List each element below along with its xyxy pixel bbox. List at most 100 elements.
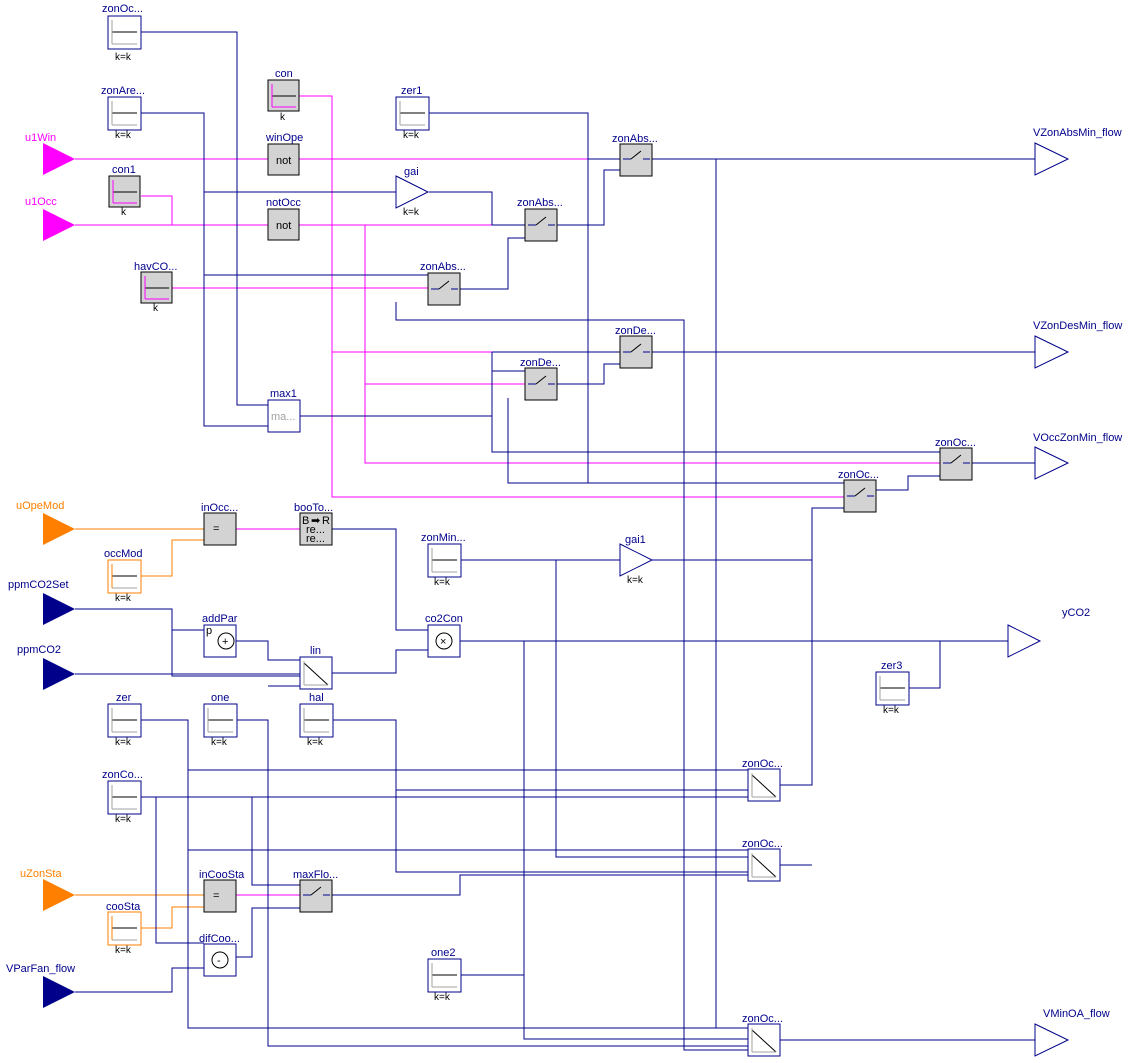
block-con[interactable]: con k xyxy=(267,68,300,123)
block-maxFlo[interactable]: maxFlo... xyxy=(293,869,338,913)
label-VZonDesMin_flow: VZonDesMin_flow xyxy=(1033,320,1122,332)
label-difCoo: difCoo... xyxy=(199,933,240,945)
block-zonDe2[interactable]: zonDe... xyxy=(520,357,561,401)
output-VOccZonMin_flow[interactable]: VOccZonMin_flow xyxy=(1033,432,1122,480)
param-one: k=k xyxy=(211,737,228,748)
block-zer3[interactable]: zer3 k=k xyxy=(875,660,910,716)
block-one2[interactable]: one2 k=k xyxy=(427,947,462,1003)
label-cooSta: cooSta xyxy=(106,901,141,913)
label-max1: max1 xyxy=(270,388,297,400)
block-zonOc-b[interactable]: zonOc... xyxy=(838,469,879,513)
label-gai1: gai1 xyxy=(625,534,646,546)
inner-booTo-re2: re... xyxy=(306,533,325,545)
block-zonAbs2[interactable]: zonAbs... xyxy=(517,197,563,242)
param-one2: k=k xyxy=(434,992,451,1003)
label-zonOc-b: zonOc... xyxy=(838,469,879,481)
label-yCO2: yCO2 xyxy=(1062,607,1090,619)
input-u1Occ[interactable]: u1Occ xyxy=(25,196,75,241)
label-u1Win: u1Win xyxy=(25,132,56,144)
inner-inCooSta: = xyxy=(213,890,219,902)
block-zonOc-e[interactable]: zonOc... xyxy=(742,1013,783,1057)
output-VMinOA_flow[interactable]: VMinOA_flow xyxy=(1034,1008,1110,1057)
label-zonOc-d: zonOc... xyxy=(742,838,783,850)
input-ppmCO2[interactable]: ppmCO2 xyxy=(17,644,75,690)
block-hal[interactable]: hal k=k xyxy=(299,692,334,748)
param-gai: k=k xyxy=(403,207,420,218)
inner-winOpe: not xyxy=(276,155,291,167)
block-difCoo[interactable]: - difCoo... xyxy=(199,933,240,977)
input-u1Win[interactable]: u1Win xyxy=(25,132,75,175)
block-gai[interactable]: gai k=k xyxy=(395,166,430,218)
param-gai1: k=k xyxy=(627,575,644,586)
block-gai1[interactable]: gai1 k=k xyxy=(619,534,654,586)
inner-difCoo: - xyxy=(217,955,221,967)
block-zonDe1[interactable]: zonDe... xyxy=(615,325,656,369)
input-ppmCO2Set[interactable]: ppmCO2Set xyxy=(8,579,75,625)
output-yCO2[interactable]: yCO2 xyxy=(1007,607,1090,658)
block-booTo[interactable]: B ➡ R re... re... booTo... xyxy=(294,502,333,546)
label-notOcc: notOcc xyxy=(266,197,301,209)
block-zonOc-c[interactable]: zonOc... xyxy=(742,758,783,802)
block-zer[interactable]: zer k=k xyxy=(107,692,142,748)
param-zer3: k=k xyxy=(883,705,900,716)
input-uZonSta[interactable]: uZonSta xyxy=(20,868,75,911)
input-uOpeMod[interactable]: uOpeMod xyxy=(16,500,75,545)
inner-booTo-B: B xyxy=(302,515,309,527)
param-hal: k=k xyxy=(307,737,324,748)
label-lin: lin xyxy=(310,645,321,657)
block-zonOc-d[interactable]: zonOc... xyxy=(742,838,783,882)
label-inOcc: inOcc... xyxy=(201,502,238,514)
label-havCO: havCO... xyxy=(134,261,177,273)
label-VZonAbsMin_flow: VZonAbsMin_flow xyxy=(1033,127,1122,139)
label-one2: one2 xyxy=(431,947,455,959)
param-occMod: k=k xyxy=(115,593,132,604)
param-zer1: k=k xyxy=(403,130,420,141)
block-max1[interactable]: ma... max1 xyxy=(267,388,301,433)
inner-booTo-R: R xyxy=(322,515,330,527)
label-addPar: addPar xyxy=(202,613,238,625)
input-VParFan_flow[interactable]: VParFan_flow xyxy=(6,963,75,1008)
label-ppmCO2: ppmCO2 xyxy=(17,644,61,656)
block-zonAre[interactable]: zonAre... k=k xyxy=(101,85,145,141)
label-zonCo: zonCo... xyxy=(102,769,143,781)
inner-notOcc: not xyxy=(276,220,291,232)
output-VZonAbsMin_flow[interactable]: VZonAbsMin_flow xyxy=(1033,127,1122,176)
svg-text:➡: ➡ xyxy=(311,515,320,527)
block-cooSta[interactable]: cooSta k=k xyxy=(106,901,142,956)
block-zonAbs3[interactable]: zonAbs... xyxy=(420,261,466,306)
block-zonOc-top[interactable]: zonOc... k=k xyxy=(102,3,143,63)
block-inCooSta[interactable]: = inCooSta xyxy=(199,869,245,913)
block-winOpe[interactable]: not winOpe xyxy=(265,132,303,176)
label-occMod: occMod xyxy=(104,548,143,560)
block-con1[interactable]: con1 k xyxy=(108,164,141,218)
block-notOcc[interactable]: not notOcc xyxy=(266,197,301,241)
label-zonAbs1: zonAbs... xyxy=(612,133,658,145)
block-zer1[interactable]: zer1 k=k xyxy=(395,85,430,141)
block-co2Con[interactable]: × co2Con xyxy=(425,613,463,658)
block-zonCo[interactable]: zonCo... k=k xyxy=(102,769,143,825)
block-havCO[interactable]: havCO... k xyxy=(134,261,177,314)
block-inOcc[interactable]: = inOcc... xyxy=(201,502,238,546)
block-addPar[interactable]: + p addPar xyxy=(202,613,238,658)
block-zonAbs1[interactable]: zonAbs... xyxy=(612,133,658,177)
label-zonMin: zonMin... xyxy=(421,532,466,544)
label-zonOc-e: zonOc... xyxy=(742,1013,783,1025)
wires xyxy=(75,31,1035,1051)
label-zonOc-top: zonOc... xyxy=(102,3,143,15)
block-one[interactable]: one k=k xyxy=(203,692,238,748)
inner-co2Con: × xyxy=(440,636,446,648)
inner-addPar: + xyxy=(222,636,228,648)
block-zonMin[interactable]: zonMin... k=k xyxy=(421,532,466,588)
label-zer3: zer3 xyxy=(881,660,902,672)
label-zer: zer xyxy=(116,692,132,704)
inner-inOcc: = xyxy=(213,523,219,535)
output-VZonDesMin_flow[interactable]: VZonDesMin_flow xyxy=(1033,320,1122,369)
block-lin[interactable]: lin xyxy=(299,645,333,690)
param-zonMin: k=k xyxy=(434,577,451,588)
block-zonOc-a[interactable]: zonOc... xyxy=(935,437,976,481)
label-u1Occ: u1Occ xyxy=(25,196,57,208)
label-VOccZonMin_flow: VOccZonMin_flow xyxy=(1033,432,1122,444)
block-occMod[interactable]: occMod k=k xyxy=(104,548,143,604)
label-maxFlo: maxFlo... xyxy=(293,869,338,881)
